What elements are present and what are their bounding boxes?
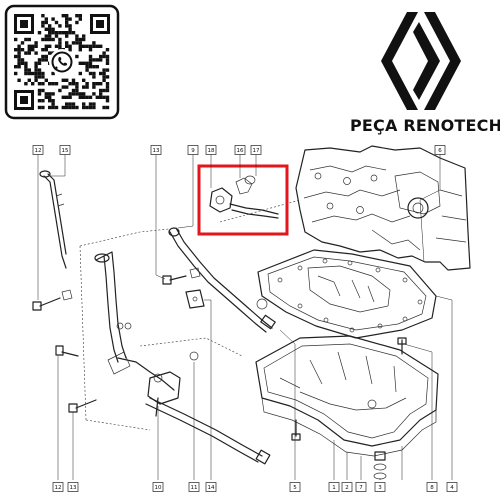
whatsapp-icon (49, 49, 75, 75)
callout-8: 8 (426, 482, 438, 492)
svg-text:13: 13 (70, 485, 77, 491)
svg-text:11: 11 (191, 485, 198, 491)
svg-text:4: 4 (450, 485, 454, 491)
dipstick-guide-tube (168, 227, 276, 333)
qr-finder-pattern (14, 14, 110, 110)
svg-text:12: 12 (35, 148, 42, 154)
svg-text:14: 14 (208, 485, 215, 491)
callout-5: 5 (289, 482, 301, 492)
svg-text:9: 9 (191, 148, 195, 154)
callout-18: 18 (205, 145, 217, 155)
svg-text:2: 2 (345, 485, 349, 491)
svg-text:7: 7 (359, 485, 363, 491)
callout-14: 14 (205, 482, 217, 492)
callout-7: 7 (355, 482, 367, 492)
oil-level-sensor (209, 175, 279, 219)
pickup-bolt (55, 345, 97, 413)
callout-15: 15 (59, 145, 71, 155)
svg-text:8: 8 (430, 485, 434, 491)
callout-3: 3 (374, 482, 386, 492)
dipstick (39, 170, 67, 269)
svg-text:13: 13 (153, 148, 160, 154)
svg-text:1: 1 (332, 485, 336, 491)
svg-text:18: 18 (208, 148, 215, 154)
engine-block (295, 145, 471, 271)
oil-pan (255, 335, 439, 457)
brand-name: PEÇA RENOTECH (350, 116, 500, 135)
guide-bolt (32, 289, 73, 311)
callout-2: 2 (341, 482, 353, 492)
oil-pan-gasket (257, 249, 437, 339)
qr-code (4, 4, 120, 120)
svg-text:15: 15 (62, 148, 69, 154)
svg-text:12: 12 (55, 485, 62, 491)
callout-13: 13 (67, 482, 79, 492)
callout-10: 10 (152, 482, 164, 492)
svg-text:6: 6 (438, 148, 442, 154)
bracket-bolt (162, 267, 201, 285)
renault-diamond-logo (381, 12, 461, 110)
callout-4: 4 (446, 482, 458, 492)
oil-pickup-pipe (94, 251, 181, 417)
callout-1: 1 (328, 482, 340, 492)
callout-6: 6 (434, 145, 446, 155)
highlight-box (197, 164, 289, 236)
callout-12: 12 (32, 145, 44, 155)
callout-11: 11 (188, 482, 200, 492)
callout-17: 17 (250, 145, 262, 155)
o-ring (189, 351, 199, 361)
svg-text:10: 10 (155, 485, 162, 491)
svg-text:3: 3 (378, 485, 382, 491)
callout-9: 9 (187, 145, 199, 155)
drain-plug (373, 451, 387, 480)
pickup-support-rod (145, 397, 271, 465)
svg-text:16: 16 (237, 148, 244, 154)
callout-16: 16 (234, 145, 246, 155)
svg-text:5: 5 (293, 485, 297, 491)
svg-text:17: 17 (253, 148, 260, 154)
leader-lines (37, 153, 453, 480)
callout-13: 13 (150, 145, 162, 155)
callout-12: 12 (52, 482, 64, 492)
pan-bolt (291, 337, 407, 441)
